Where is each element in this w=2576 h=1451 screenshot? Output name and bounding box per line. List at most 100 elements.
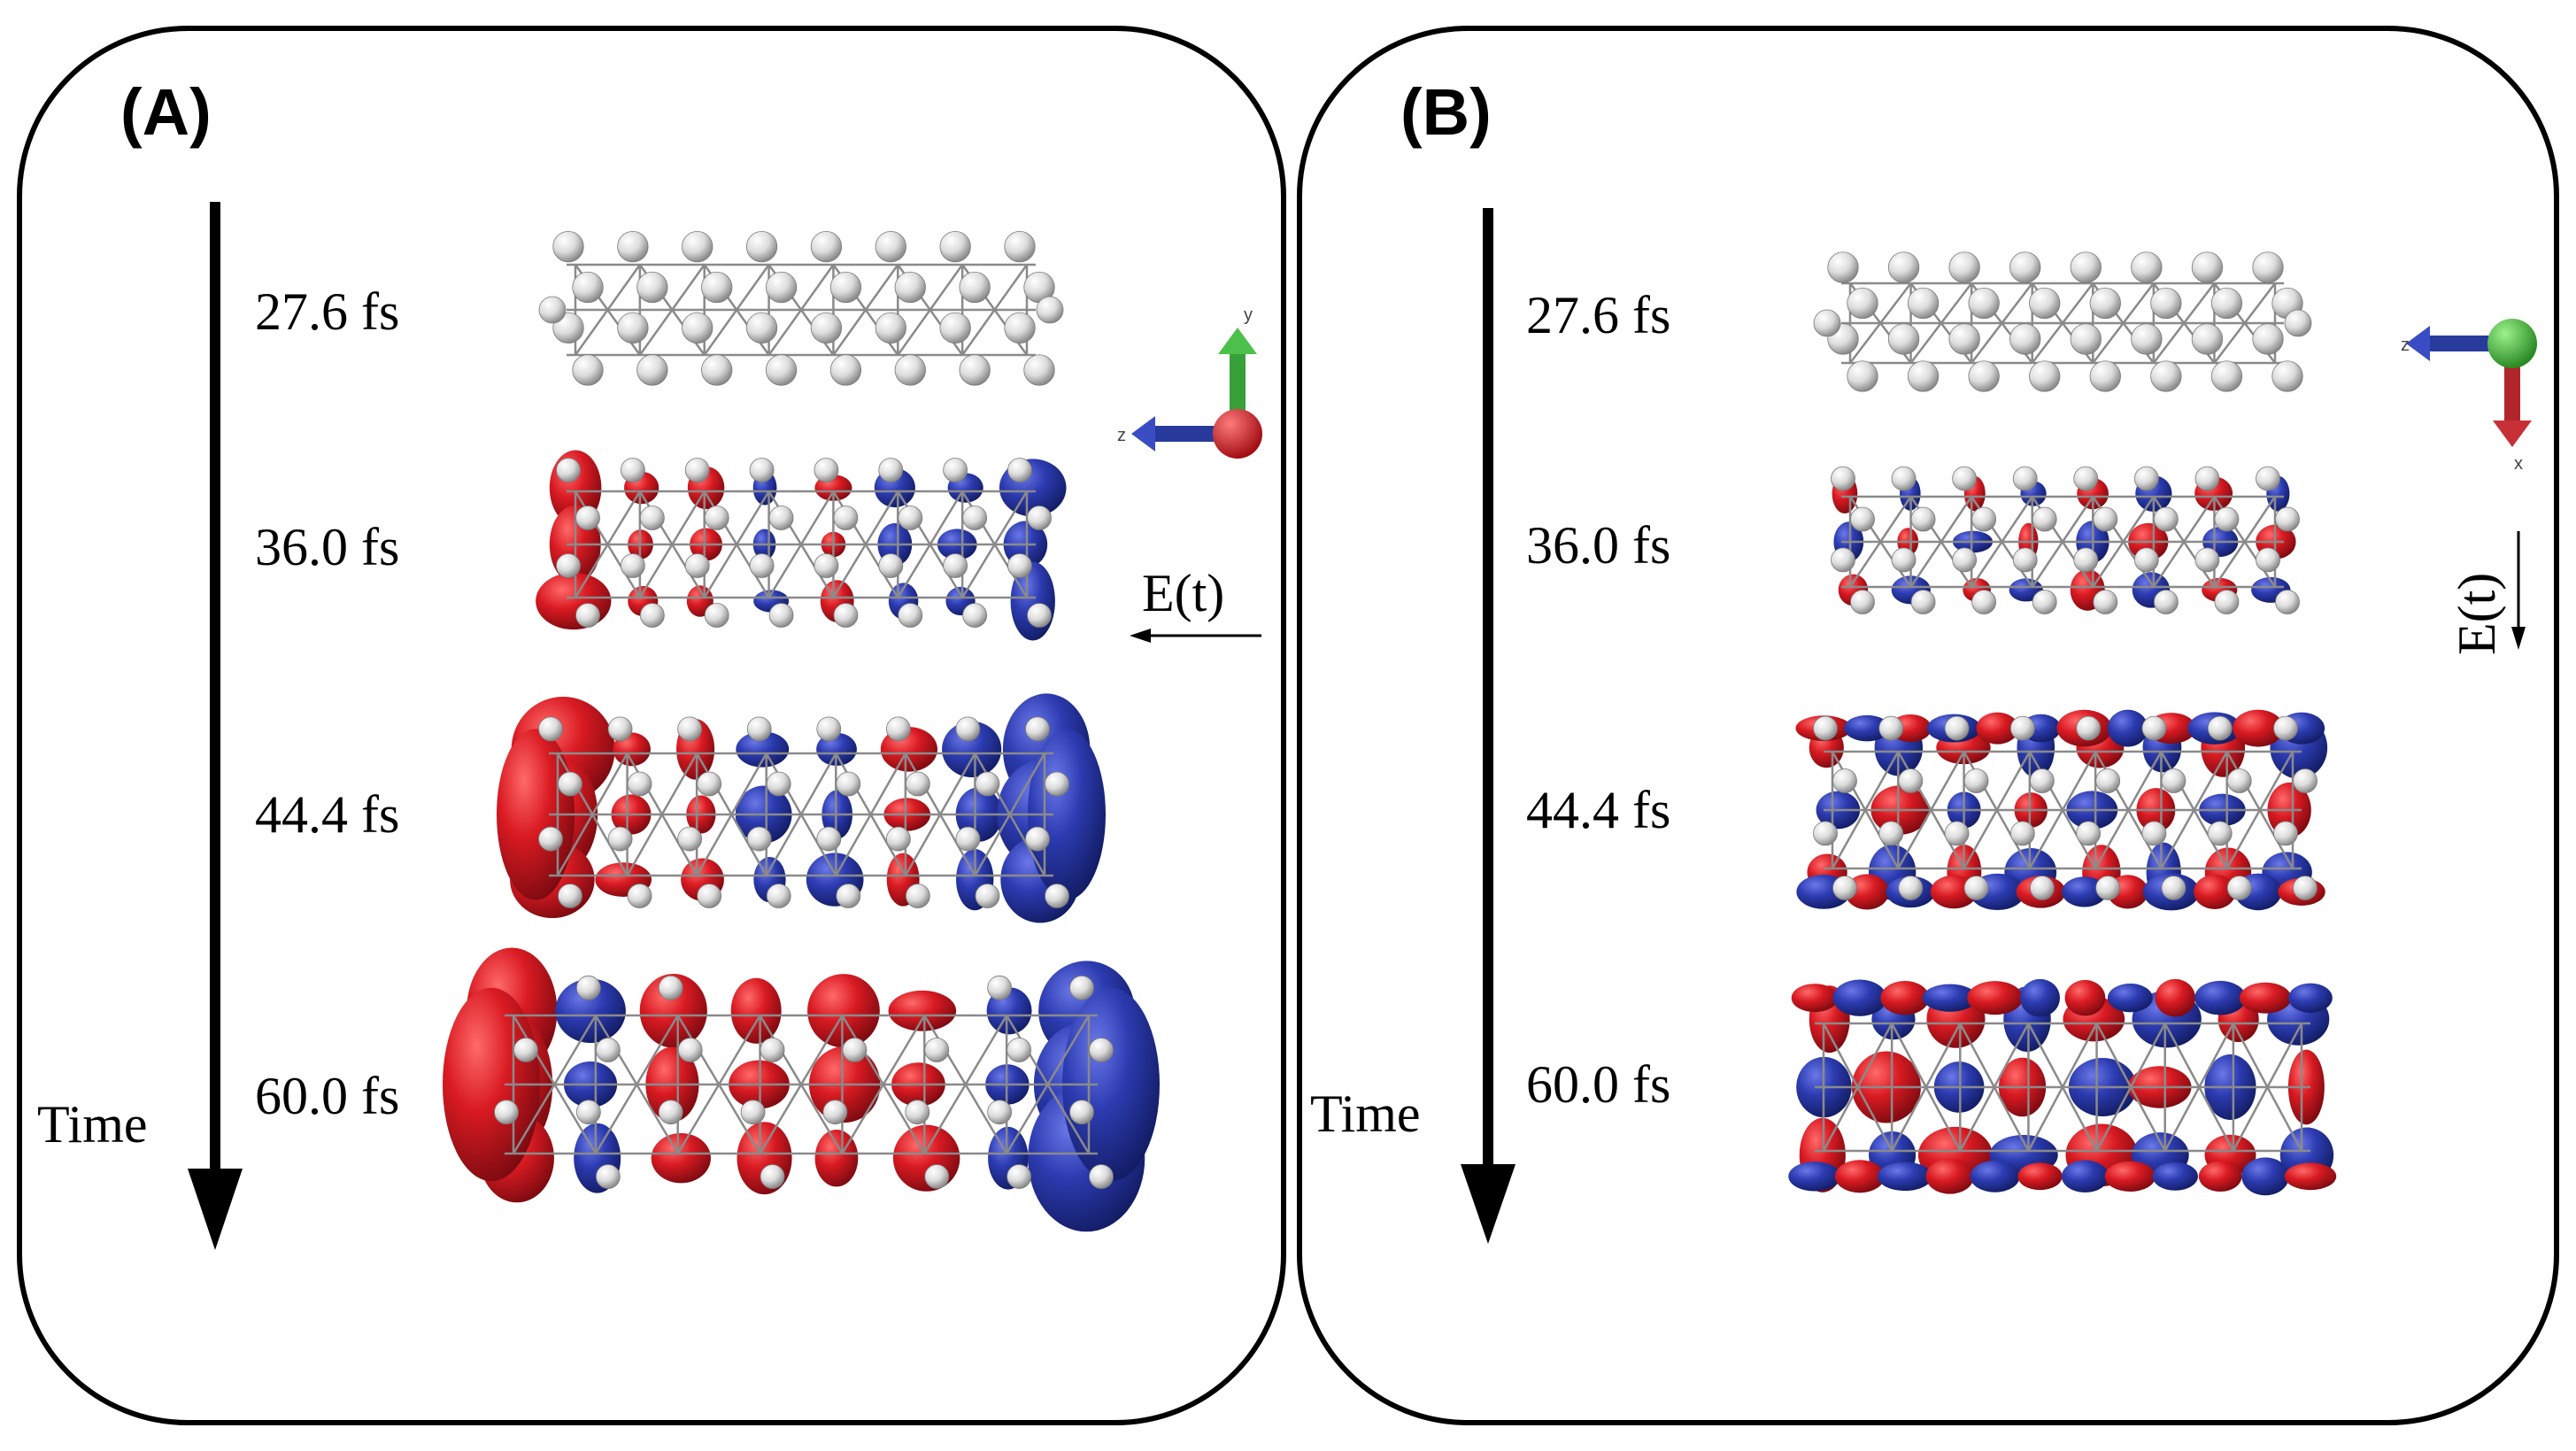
atom (1813, 715, 1838, 741)
atom (2293, 768, 2318, 793)
atom (494, 1100, 519, 1125)
bond (2092, 496, 2155, 588)
z-axis-arrow-head (2406, 326, 2430, 361)
atom (2095, 876, 2121, 900)
negative-density-lobe (816, 732, 857, 767)
atom (1898, 768, 1924, 793)
atom (572, 271, 604, 304)
axis-triad-b: z x (2401, 319, 2537, 474)
y-axis-arrow-head (1218, 328, 1257, 354)
atom (1089, 1164, 1114, 1189)
atom (636, 271, 668, 304)
timestamp-label: 27.6 fs (255, 282, 399, 341)
atom (1878, 821, 1904, 846)
bond (703, 490, 770, 598)
atom (2073, 466, 2099, 491)
atom (697, 884, 722, 908)
bond (2027, 1023, 2098, 1152)
bond-lattice (1815, 1022, 2310, 1153)
atom (1089, 1038, 1114, 1062)
atom (746, 826, 772, 852)
atom (987, 1100, 1013, 1125)
field-arrow-a-head (1130, 629, 1151, 643)
atom (768, 603, 794, 628)
positive-density-lobe (497, 729, 575, 900)
atom (1036, 296, 1064, 324)
atom (1023, 354, 1055, 386)
bond (2031, 496, 2094, 588)
z-axis-arrow-head (1131, 416, 1155, 452)
positive-density-lobe (639, 973, 707, 1048)
atom (538, 716, 563, 742)
y-axis-letter: y (1244, 305, 1253, 325)
atom (1045, 884, 1069, 908)
bond (1963, 751, 2031, 869)
timestamp-label: 44.4 fs (255, 785, 399, 844)
atom (617, 230, 649, 263)
atom (1944, 715, 1970, 741)
atom (2141, 715, 2167, 741)
atom (2012, 466, 2038, 491)
bond (2028, 751, 2097, 869)
atom (2210, 287, 2243, 320)
bond (2160, 751, 2228, 869)
bond (703, 264, 770, 356)
bond (2163, 1023, 2234, 1152)
atom (2275, 506, 2300, 532)
positive-density-lobe (2233, 709, 2284, 747)
atom (1907, 287, 1940, 320)
molecule-snapshot (443, 947, 1160, 1232)
atom (2076, 821, 2102, 846)
negative-density-lobe (2241, 1157, 2289, 1196)
atom (1948, 323, 1980, 355)
bond (574, 490, 641, 598)
atom (552, 230, 584, 263)
atom (2252, 323, 2284, 355)
bond (1822, 1023, 1893, 1152)
atom (2191, 323, 2224, 355)
bond (2152, 496, 2216, 588)
atom (955, 826, 981, 852)
atom (822, 1100, 848, 1125)
atom (765, 354, 798, 386)
bond (2225, 751, 2294, 869)
timestamp-label: 44.4 fs (1526, 781, 1670, 839)
negative-density-lobe (736, 731, 790, 768)
positive-density-lobe (1976, 712, 2019, 745)
atom (620, 553, 645, 578)
positive-density-lobe (1925, 1158, 1974, 1194)
atom (538, 826, 563, 852)
positive-density-lobe (651, 1132, 711, 1184)
bond (594, 1015, 679, 1154)
atom (2073, 547, 2099, 573)
time-arrow-head-b (1461, 1164, 1516, 1244)
bond (961, 490, 1029, 598)
atom (962, 506, 988, 530)
x-axis-arrow-head (2493, 421, 2532, 447)
atom (2070, 323, 2102, 355)
atom (816, 826, 842, 852)
atom (2293, 876, 2318, 900)
atom (575, 506, 600, 530)
atom (939, 312, 971, 344)
timestamp-label: 36.0 fs (255, 518, 399, 576)
atom (768, 506, 794, 530)
atom (677, 826, 703, 852)
atom (1069, 975, 1094, 1000)
atom (2210, 360, 2243, 392)
atom (987, 975, 1013, 1000)
atom (962, 603, 988, 628)
atom (1027, 603, 1052, 628)
atom (2207, 715, 2233, 741)
atom (2226, 876, 2252, 900)
atom (1963, 876, 1989, 900)
atom (2214, 506, 2240, 532)
atom (2273, 715, 2298, 741)
bond (897, 490, 964, 598)
timestamp-label: 60.0 fs (1526, 1055, 1670, 1114)
atom (898, 603, 923, 628)
negative-density-lobe (1028, 729, 1106, 900)
atom (1004, 230, 1036, 263)
negative-density-lobe (2061, 1160, 2109, 1193)
